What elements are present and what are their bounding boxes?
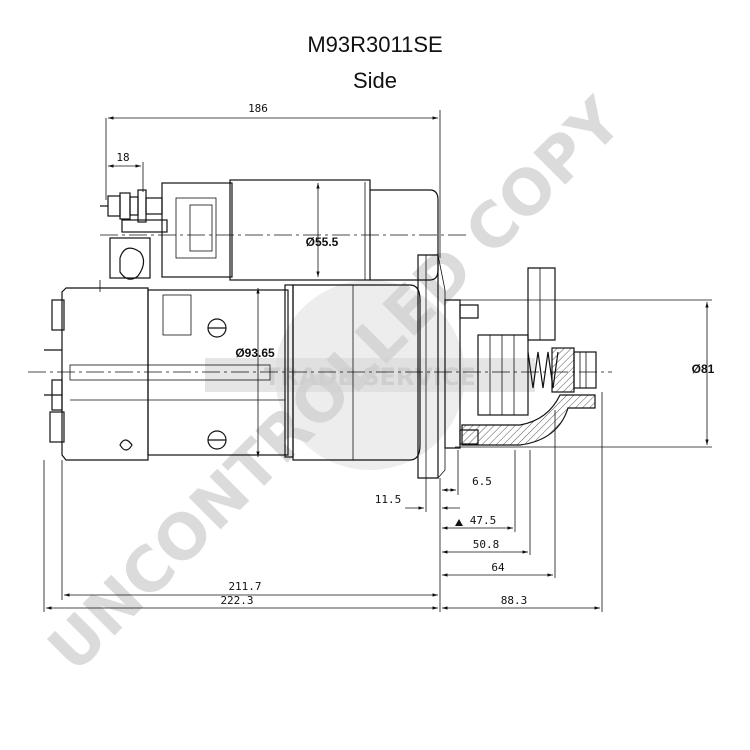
dimension-lines — [43, 110, 712, 612]
dim-64: 64 — [491, 561, 505, 574]
model-title: M93R3011SE — [307, 32, 443, 57]
dim-50-8: 50.8 — [473, 538, 500, 551]
dim-body-diameter: Ø93.65 — [235, 346, 275, 360]
motor-body — [44, 284, 421, 461]
dim-solenoid-diameter: Ø55.5 — [306, 235, 339, 249]
dim-222-3: 222.3 — [220, 594, 253, 607]
dim-6-5: 6.5 — [472, 475, 492, 488]
dim-186: 186 — [248, 102, 268, 115]
dim-18: 18 — [116, 151, 129, 164]
watermark-logo-text: TRADE SERVICE — [264, 363, 476, 391]
dim-47-5: 47.5 — [470, 514, 497, 527]
dim-88-3: 88.3 — [501, 594, 528, 607]
view-label: Side — [352, 68, 398, 93]
dim-211-7: 211.7 — [228, 580, 261, 593]
solenoid — [99, 179, 439, 292]
dim-11-5: 11.5 — [375, 493, 402, 506]
dim-pinion-diameter: Ø81 — [692, 362, 715, 376]
